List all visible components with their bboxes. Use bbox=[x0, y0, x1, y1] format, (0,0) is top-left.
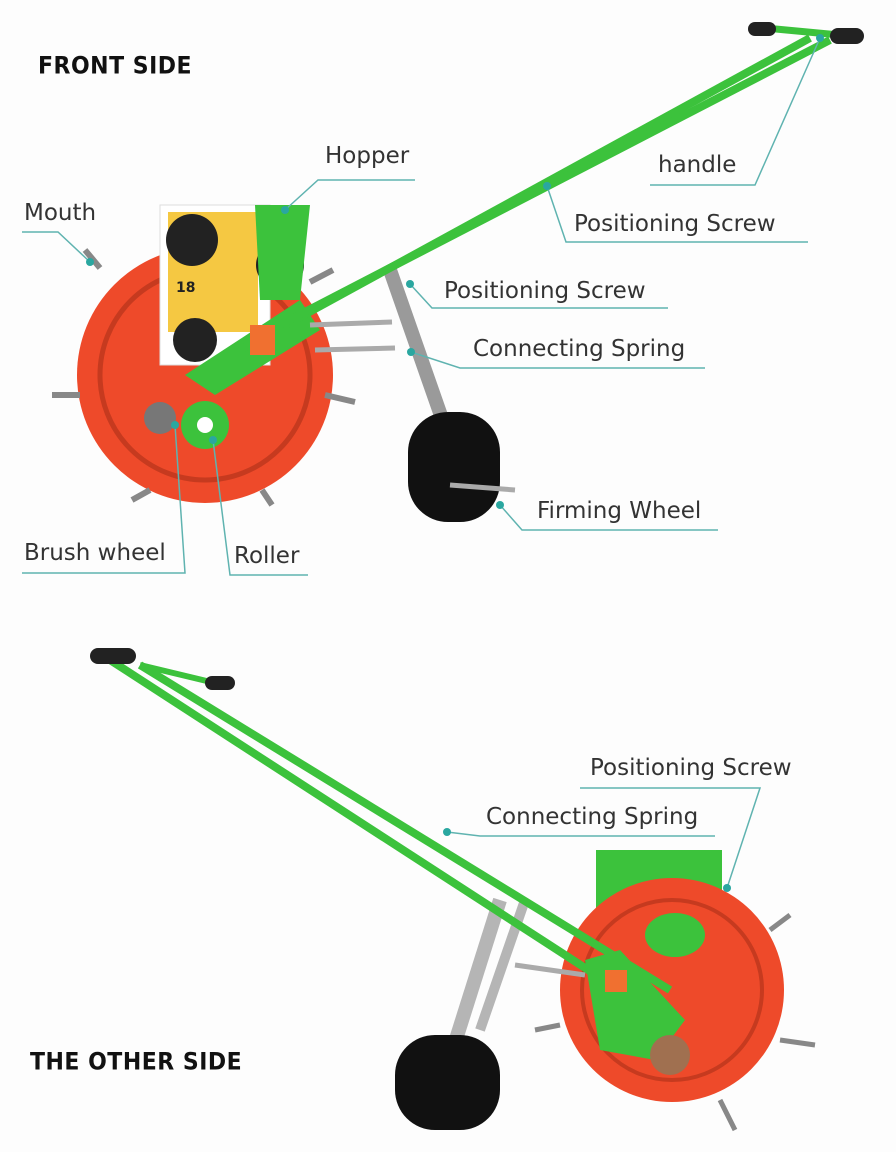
connecting-spring bbox=[309, 319, 393, 328]
label-roller: Roller bbox=[234, 543, 300, 569]
label-other-connecting-spring: Connecting Spring bbox=[486, 804, 699, 830]
label-connecting-spring: Connecting Spring bbox=[473, 336, 686, 362]
other-side-title: THE OTHER SIDE bbox=[30, 1048, 243, 1077]
handle-grip-other-left bbox=[90, 648, 136, 664]
label-handle: handle bbox=[658, 152, 737, 178]
leader-lines bbox=[22, 37, 821, 889]
handle-grip-right bbox=[830, 28, 864, 44]
hopper-sticker-number: 18 bbox=[176, 280, 195, 296]
leader-dots bbox=[86, 34, 824, 892]
label-firming-wheel: Firming Wheel bbox=[537, 498, 702, 524]
label-mouth: Mouth bbox=[24, 200, 97, 226]
label-hopper: Hopper bbox=[325, 143, 410, 169]
label-other-positioning-screw: Positioning Screw bbox=[590, 755, 792, 781]
front-machine: 18 bbox=[52, 22, 864, 522]
label-positioning-screw-1: Positioning Screw bbox=[574, 211, 776, 237]
brush-wheel bbox=[144, 402, 176, 434]
label-positioning-screw-2: Positioning Screw bbox=[444, 278, 646, 304]
handle-grip-left bbox=[748, 22, 776, 36]
other-machine bbox=[90, 648, 816, 1132]
front-side-title: FRONT SIDE bbox=[38, 52, 193, 81]
label-brush-wheel: Brush wheel bbox=[24, 540, 166, 566]
handle-bar-other-1 bbox=[107, 656, 653, 1014]
handle-grip-other-right bbox=[205, 676, 235, 690]
firming-wheel bbox=[408, 412, 500, 522]
handle-bar-other-2 bbox=[137, 661, 673, 994]
firming-wheel-other bbox=[395, 1035, 500, 1130]
